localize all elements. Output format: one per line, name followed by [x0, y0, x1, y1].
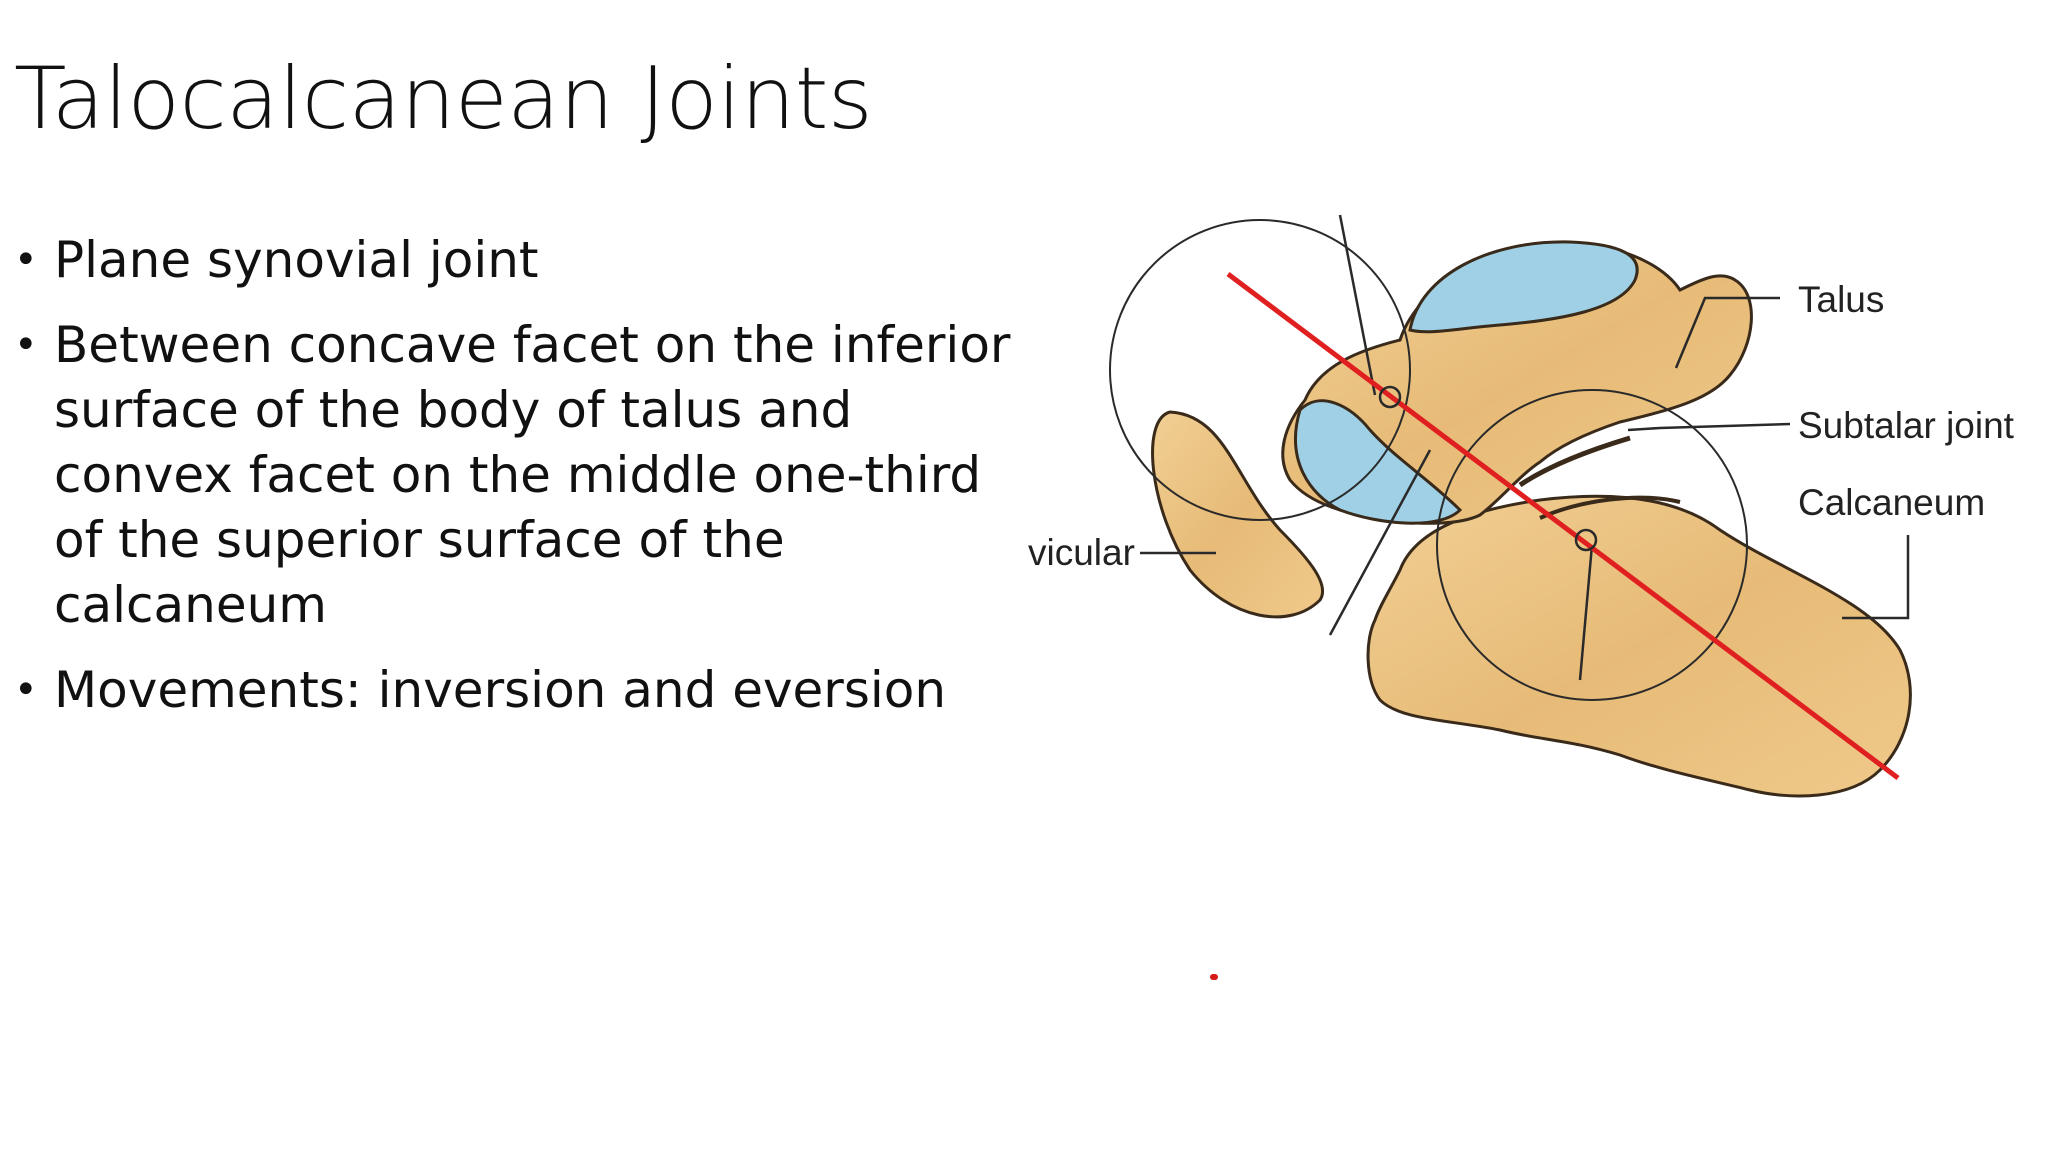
- navicular-bone: [1151, 410, 1325, 619]
- calcaneum-vertical-line: [1578, 544, 1594, 681]
- bullet-marker: •: [14, 237, 38, 283]
- bullet-text: Between concave facet on the inferior su…: [54, 316, 1011, 634]
- talus-axis-line: [1338, 214, 1377, 396]
- bullet-item: • Movements: inversion and eversion: [14, 658, 1024, 723]
- subtalar-axis-red-line: [1226, 272, 1900, 780]
- calcaneum-axis-line: [1328, 449, 1432, 636]
- bullet-marker: •: [14, 322, 38, 368]
- bullet-marker: •: [14, 667, 38, 713]
- label-talus: Talus: [1798, 279, 1884, 320]
- axis-point-calcaneum: [1574, 528, 1598, 552]
- label-subtalar-joint: Subtalar joint: [1798, 405, 2015, 446]
- stray-red-mark: [1210, 974, 1218, 980]
- label-navicular: vicular: [1028, 532, 1135, 573]
- bullet-item: • Between concave facet on the inferior …: [14, 313, 1024, 638]
- bullet-text: Movements: inversion and eversion: [54, 661, 947, 719]
- anatomy-diagram: Talus Subtalar joint Calcaneum vicular: [1028, 214, 2015, 798]
- subtalar-leader-line: [1627, 422, 1791, 432]
- talus-leader-line: [1674, 296, 1780, 369]
- calcaneal-facet-line: [1539, 495, 1681, 520]
- rotation-circle-talus: [1109, 219, 1411, 521]
- calcaneum-leader-line: [1842, 535, 1910, 620]
- label-calcaneum: Calcaneum: [1798, 482, 1985, 523]
- subtalar-joint-illustration: Talus Subtalar joint Calcaneum vicular: [1020, 200, 2048, 820]
- calcaneum-bone: [1366, 494, 1912, 798]
- subtalar-joint-gap: [1518, 435, 1631, 488]
- bullet-text: Plane synovial joint: [54, 231, 539, 289]
- slide-title: Talocalcanean Joints: [14, 49, 873, 149]
- bullet-list: • Plane synovial joint • Between concave…: [14, 228, 1024, 743]
- bullet-item: • Plane synovial joint: [14, 228, 1024, 293]
- axis-point-talus: [1378, 385, 1402, 409]
- rotation-circle-calcaneum: [1436, 389, 1748, 701]
- talus-cartilage-top: [1408, 240, 1639, 334]
